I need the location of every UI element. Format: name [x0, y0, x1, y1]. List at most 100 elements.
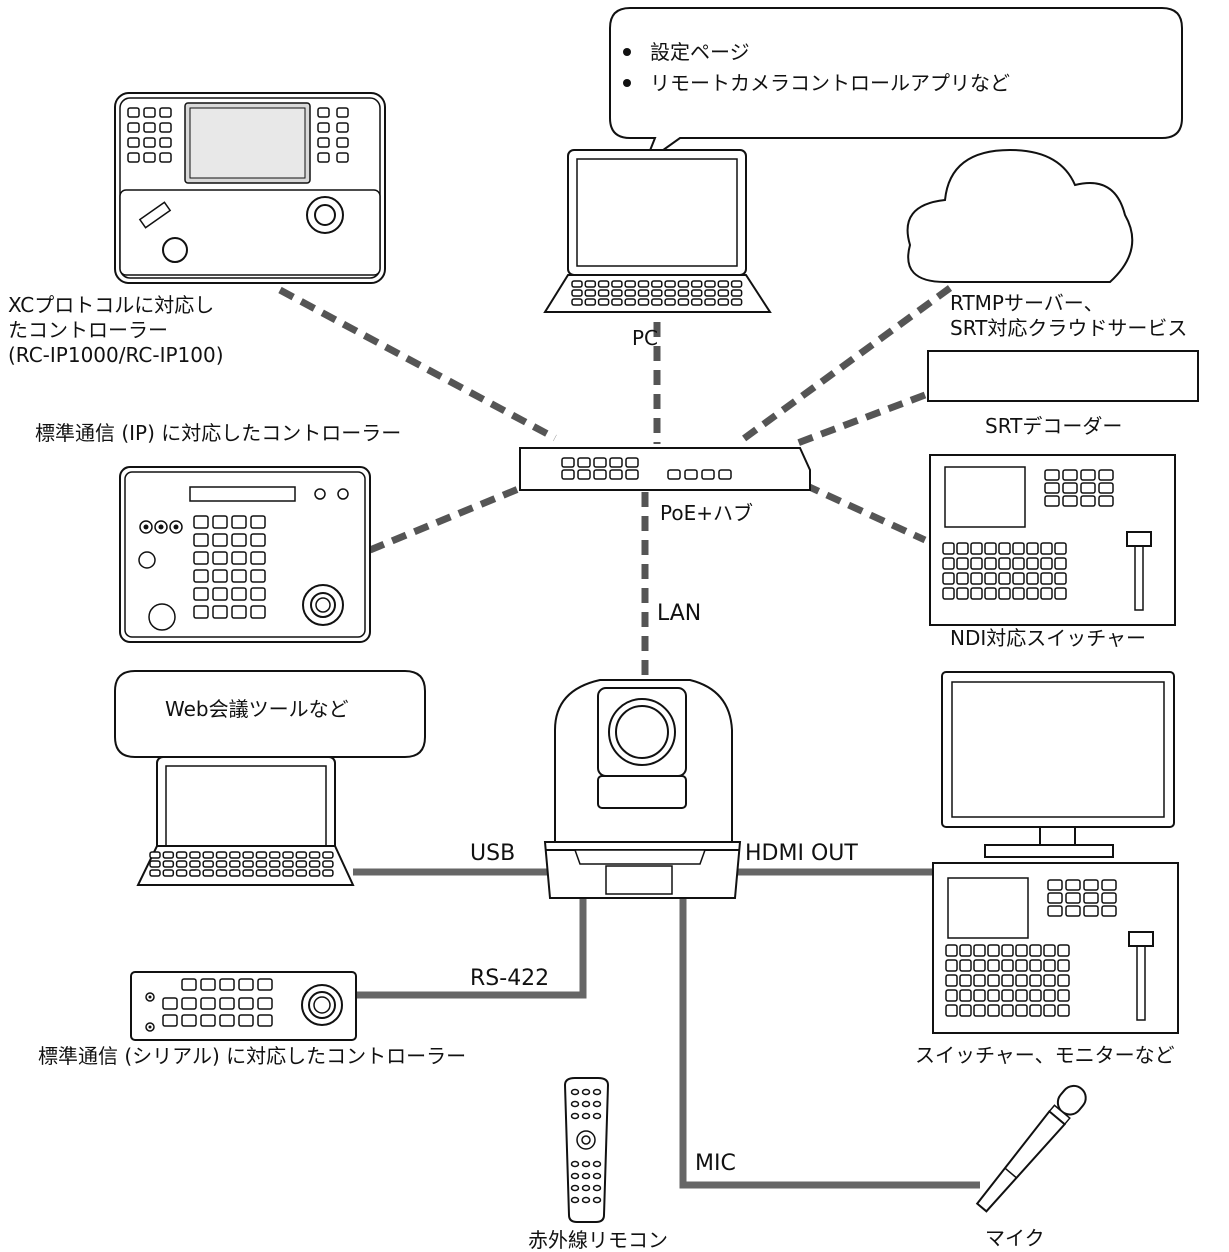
device-key — [202, 869, 214, 877]
device-key — [1015, 944, 1028, 957]
device-key — [959, 989, 972, 1002]
device-key — [1040, 587, 1053, 600]
monitor-and-switcher: スイッチャー、モニターなど — [915, 671, 1179, 1067]
device-key — [181, 997, 197, 1010]
device-key — [1001, 1004, 1014, 1017]
rtmp-label-line1: RTMPサーバー、 — [950, 291, 1104, 315]
device-key — [127, 122, 140, 133]
device-key — [202, 851, 214, 859]
device-key — [730, 289, 743, 297]
device-key — [1015, 959, 1028, 972]
device-key — [730, 280, 743, 288]
device-key — [998, 572, 1011, 585]
device-key — [231, 533, 247, 547]
device-key — [998, 542, 1011, 555]
usb-label: USB — [470, 841, 515, 866]
device-key — [984, 542, 997, 555]
remote-key — [570, 1184, 580, 1192]
device-key — [1101, 892, 1117, 904]
device-key — [677, 280, 690, 288]
device-key — [701, 469, 715, 480]
device-key — [584, 280, 597, 288]
device-key — [571, 289, 583, 297]
device-key — [597, 298, 610, 306]
device-key — [215, 869, 228, 877]
device-key — [942, 587, 955, 600]
device-key — [959, 1004, 972, 1017]
device-key — [973, 944, 986, 957]
remote-key — [581, 1112, 591, 1120]
ir-remote: 赤外線リモコン — [528, 1077, 668, 1252]
device-key — [175, 851, 188, 859]
device-key — [624, 280, 636, 288]
device-key — [625, 469, 639, 480]
device-key — [250, 533, 266, 547]
remote-key — [570, 1100, 580, 1108]
device-key — [1043, 974, 1056, 987]
device-key — [1043, 959, 1056, 972]
device-key — [162, 997, 178, 1010]
device-key — [984, 587, 997, 600]
device-key — [1098, 469, 1114, 481]
rs422-label: RS-422 — [470, 966, 549, 991]
device-key — [611, 280, 623, 288]
remote-key — [592, 1172, 602, 1180]
remote-key — [581, 1184, 591, 1192]
device-key — [1057, 989, 1070, 1002]
device-key — [956, 542, 969, 555]
device-key — [1057, 944, 1070, 957]
device-key — [231, 515, 247, 529]
device-key — [973, 989, 986, 1002]
device-key — [624, 289, 636, 297]
switcher-monitor-label: スイッチャー、モニターなど — [915, 1043, 1175, 1067]
device-key — [1101, 879, 1117, 891]
remote-key — [581, 1100, 591, 1108]
bubble-item-remote-app: リモートカメラコントロールアプリなど — [650, 71, 1010, 95]
device-key — [317, 137, 330, 148]
bubble-item-settings-page: 設定ページ — [650, 40, 750, 64]
device-key — [159, 122, 172, 133]
device-key — [651, 298, 663, 306]
device-key — [1012, 542, 1025, 555]
device-key — [1065, 879, 1081, 891]
device-key — [127, 107, 140, 118]
device-key — [956, 587, 969, 600]
device-key — [561, 469, 575, 480]
remote-key — [592, 1184, 602, 1192]
left-laptop: USB HDMI OUT — [136, 756, 858, 886]
xc-label-line3: (RC-IP1000/RC-IP100) — [8, 343, 224, 367]
device-key — [295, 860, 308, 868]
device-key — [1040, 572, 1053, 585]
device-key — [571, 298, 583, 306]
remote-key — [570, 1112, 580, 1120]
device-key — [250, 605, 266, 619]
lan-label: LAN — [657, 601, 701, 626]
ip-controller-device — [119, 466, 371, 643]
device-key — [1015, 1004, 1028, 1017]
remote-key — [570, 1196, 580, 1204]
device-key — [295, 869, 308, 877]
device-key — [193, 515, 209, 529]
device-key — [229, 851, 241, 859]
device-key — [690, 280, 703, 288]
device-key — [984, 557, 997, 570]
device-key — [956, 557, 969, 570]
device-key — [295, 851, 308, 859]
device-key — [317, 107, 330, 118]
device-key — [1001, 974, 1014, 987]
device-key — [255, 851, 268, 859]
ndi-switcher-label: NDI対応スイッチャー — [950, 626, 1146, 650]
device-key — [637, 280, 650, 288]
device-key — [1012, 587, 1025, 600]
microphone-label: マイク — [985, 1226, 1045, 1250]
device-key — [987, 1004, 1000, 1017]
ip-controller-label: 標準通信 (IP) に対応したコントローラー — [35, 421, 401, 445]
device-key — [584, 289, 597, 297]
device-key — [1029, 1004, 1042, 1017]
remote-key — [581, 1088, 591, 1096]
device-key — [308, 860, 321, 868]
device-key — [987, 974, 1000, 987]
pc-laptop: PC — [543, 149, 772, 350]
pc-label: PC — [632, 326, 658, 350]
